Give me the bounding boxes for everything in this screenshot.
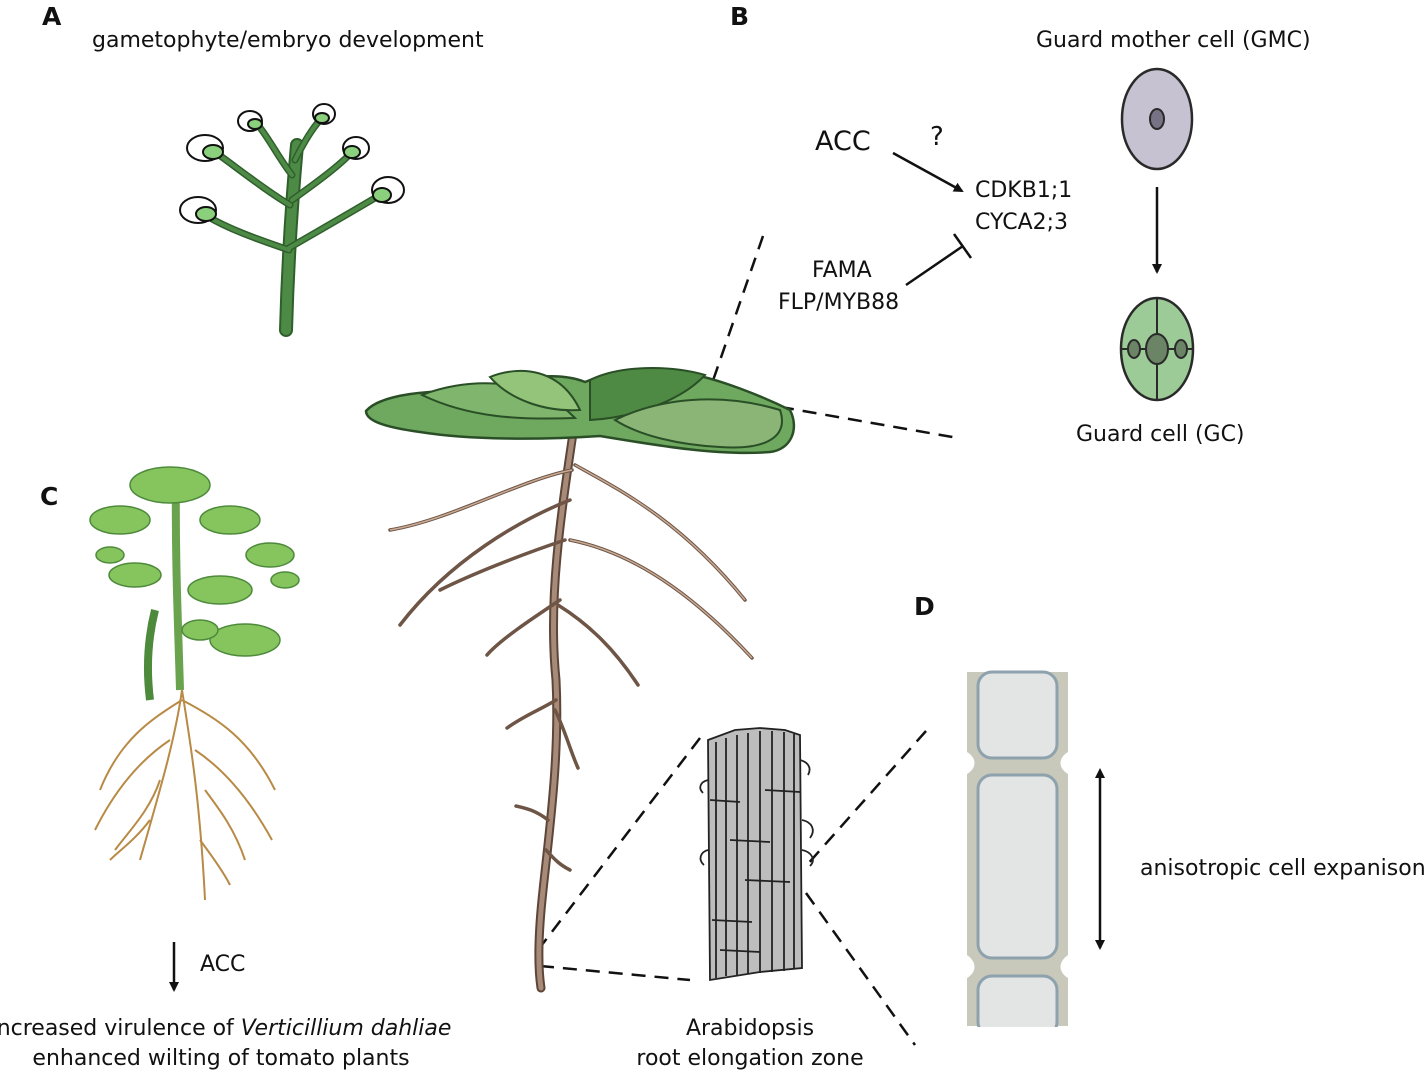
repressor-flp-myb88: FLP/MYB88 — [778, 290, 900, 315]
repressor-fama: FAMA — [812, 258, 872, 283]
panel-c-caption-line-2: enhanced wilting of tomato plants — [32, 1046, 410, 1071]
arabidopsis-plant — [364, 367, 796, 993]
guard-cell-transition — [1119, 67, 1195, 402]
elongated-cells-drawing — [960, 670, 1105, 1047]
gmc-label: Guard mother cell (GMC) — [1036, 28, 1311, 53]
target-gene-cyca2: CYCA2;3 — [975, 210, 1069, 235]
panel-c-caption-line-1: increased virulence of Verticillium dahl… — [0, 1016, 452, 1041]
panel-a-caption: gametophyte/embryo development — [92, 28, 484, 53]
tomato-plant-drawing — [89, 466, 300, 992]
root-zone-caption-line-2: root elongation zone — [636, 1046, 864, 1071]
gc-label: Guard cell (GC) — [1076, 422, 1245, 447]
target-gene-cdkb1: CDKB1;1 — [975, 178, 1073, 203]
panel-b-letter: B — [730, 2, 750, 31]
panel-d-letter: D — [914, 592, 935, 621]
panel-c-letter: C — [40, 482, 59, 511]
inflorescence-drawing — [179, 103, 405, 337]
root-zone-caption-line-1: Arabidopsis — [685, 1016, 815, 1041]
dashed-connectors — [537, 235, 959, 1046]
regulation-arrows — [892, 151, 973, 287]
panel-c-acc-label: ACC — [200, 952, 246, 977]
unknown-link-mark: ? — [930, 122, 944, 152]
acc-label: ACC — [815, 126, 871, 157]
panel-d-label: anisotropic cell expanison — [1140, 856, 1426, 881]
root-elongation-zone-drawing — [699, 727, 814, 982]
panel-a-letter: A — [42, 2, 62, 31]
